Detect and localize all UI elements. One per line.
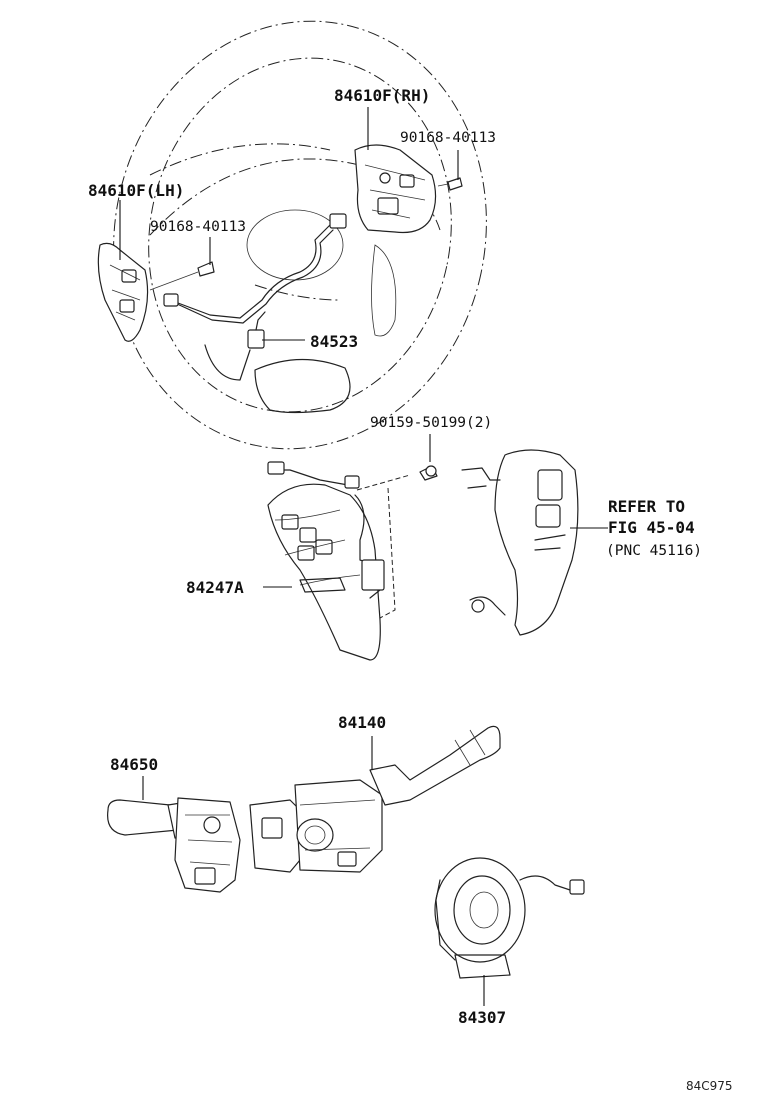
label-combination-switch: 84140 xyxy=(338,713,386,732)
screw-cover xyxy=(419,465,438,481)
wire-harness xyxy=(163,213,347,349)
cover-mount-guides xyxy=(356,474,411,619)
label-refer-line2: FIG 45-04 xyxy=(608,518,695,537)
label-screw-lh: 90168-40113 xyxy=(150,219,246,235)
screw-lh xyxy=(149,261,215,291)
label-wiper-switch: 84650 xyxy=(110,755,158,774)
label-switch-rh: 84610F(RH) xyxy=(334,86,430,105)
steering-pad-switch-lh xyxy=(97,242,149,342)
label-refer-line1: REFER TO xyxy=(608,497,685,516)
steering-cover-rh xyxy=(461,449,579,636)
label-cover: 84247A xyxy=(186,578,244,597)
label-spiral-cable: 84307 xyxy=(458,1008,506,1027)
label-screw-cover: 90159-50199(2) xyxy=(370,415,492,431)
wiper-switch xyxy=(107,797,241,893)
combination-switch xyxy=(249,725,501,873)
leader-lines xyxy=(119,107,608,1006)
spiral-cable xyxy=(434,857,585,979)
steering-wheel-outline xyxy=(113,20,487,450)
label-refer-line3: (PNC 45116) xyxy=(606,543,702,559)
label-wire-harness: 84523 xyxy=(310,332,358,351)
steering-cover-lh xyxy=(267,461,385,661)
steering-hub xyxy=(204,209,397,414)
steering-pad-switch-rh xyxy=(354,144,437,234)
diagram-code: 84C975 xyxy=(686,1079,733,1093)
screw-rh xyxy=(437,177,463,191)
label-switch-lh: 84610F(LH) xyxy=(88,181,184,200)
label-screw-rh: 90168-40113 xyxy=(400,130,496,146)
